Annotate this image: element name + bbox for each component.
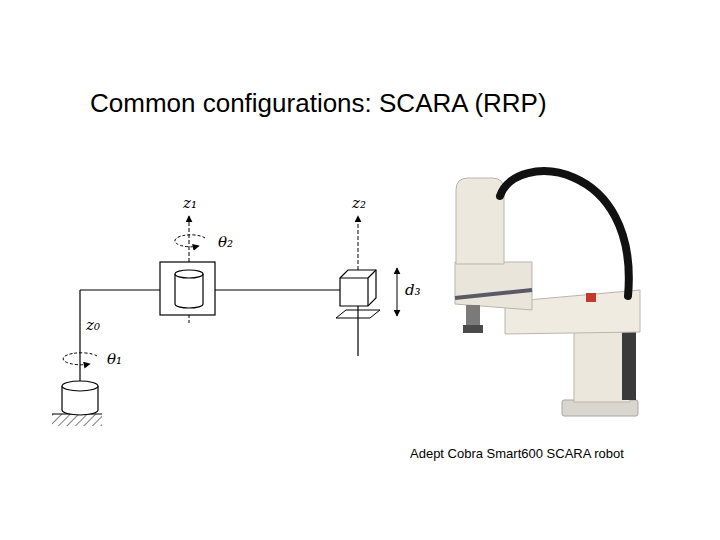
joint-symbol: z₁ — [183, 196, 197, 211]
prismatic-joint — [340, 270, 376, 306]
ground-hatch — [52, 414, 102, 426]
robot-flange — [463, 325, 483, 333]
joint-symbol: θ₁ — [107, 352, 122, 367]
joint-cylinder-top — [175, 270, 203, 278]
axis-line — [189, 315, 190, 325]
joint-symbol: θ₂ — [218, 235, 233, 250]
joint-symbol: z₂ — [352, 196, 366, 211]
prismatic-joint-edge — [340, 270, 376, 306]
joint-symbol: z₀ — [86, 318, 100, 333]
axis-line — [357, 306, 358, 356]
joint-cylinder-top — [62, 381, 98, 391]
joint-symbol: d₃ — [405, 283, 421, 298]
robot-cable — [500, 171, 629, 296]
link-line — [215, 289, 340, 290]
photo-caption: Adept Cobra Smart600 SCARA robot — [410, 446, 624, 461]
link-line — [80, 289, 160, 290]
robot-indicator — [586, 293, 596, 302]
slide-title: Common configurations: SCARA (RRP) — [90, 88, 547, 119]
dimension-arrow — [397, 268, 398, 316]
axis-arrow — [358, 216, 359, 270]
joint-cylinder — [175, 274, 203, 308]
axis-arrow — [189, 216, 190, 262]
robot-quill — [466, 305, 480, 325]
robot-tower — [456, 178, 504, 264]
rotation-arrow — [175, 235, 205, 247]
joint-housing — [160, 262, 215, 315]
robot-outer-arm — [455, 262, 532, 310]
link-line — [79, 290, 80, 381]
rotation-arrow — [63, 353, 97, 365]
robot-arm-stripe — [455, 290, 532, 298]
